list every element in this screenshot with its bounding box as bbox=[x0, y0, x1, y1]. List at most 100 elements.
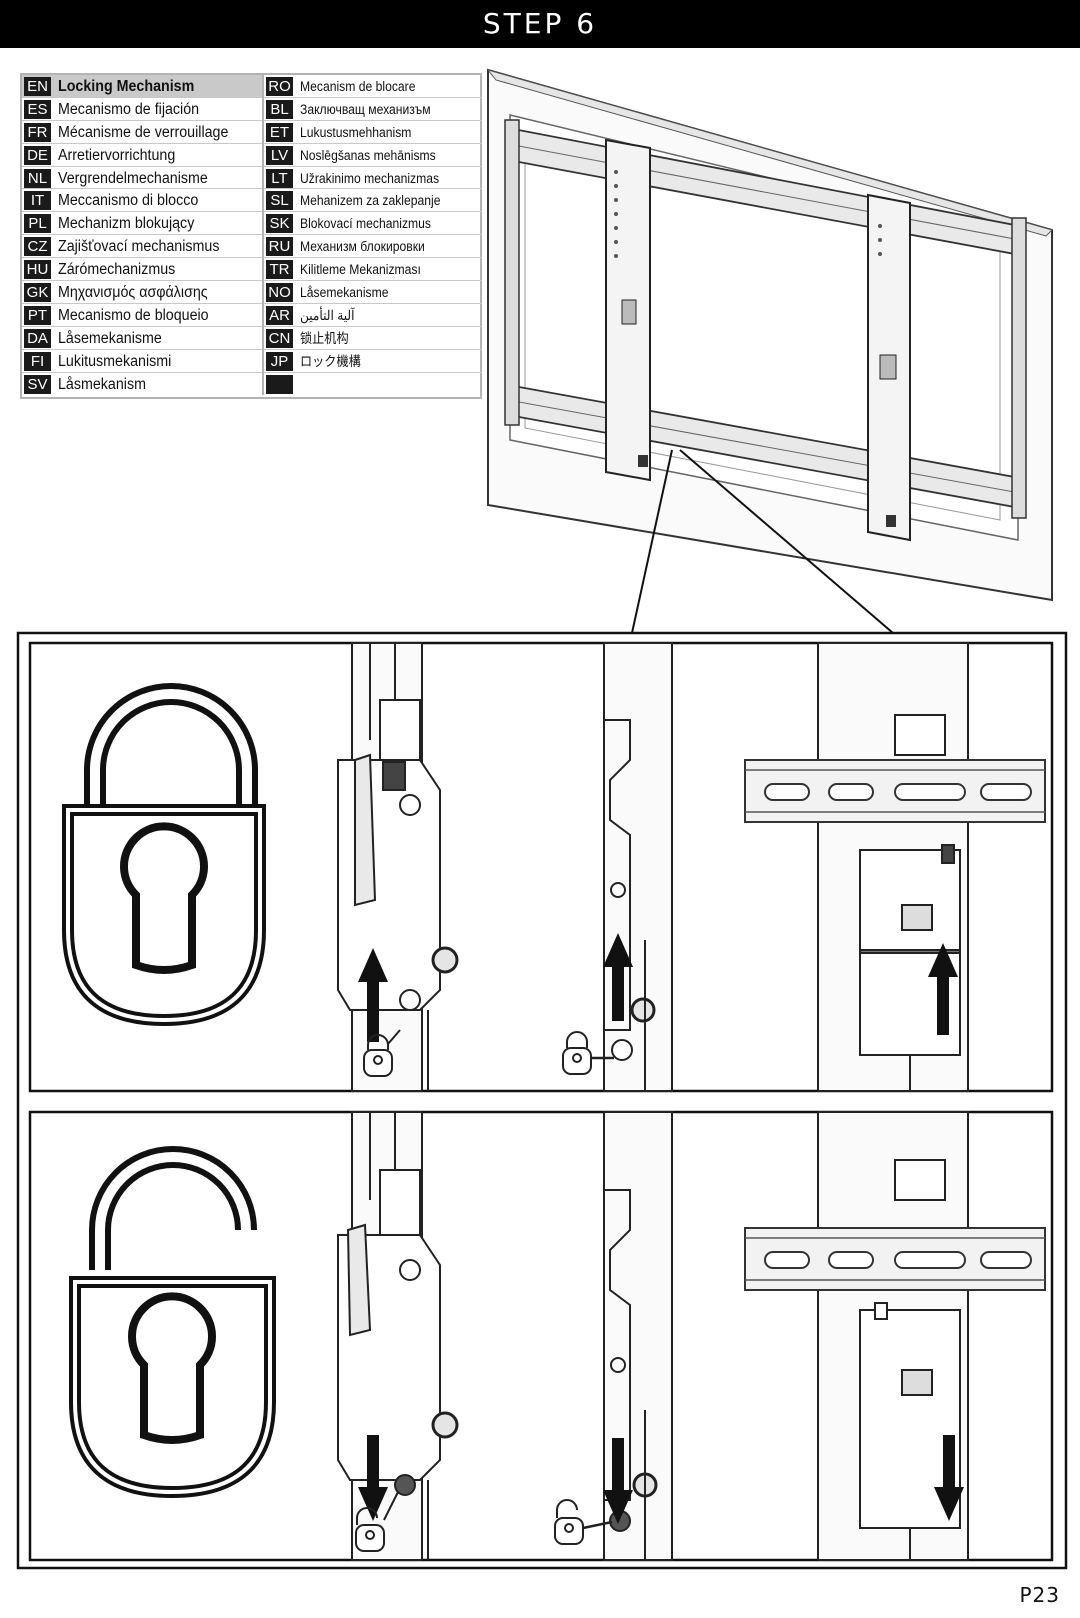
language-label: Låsemekanisme bbox=[300, 285, 389, 301]
small-lock-icons bbox=[363, 1029, 614, 1077]
small-unlock-icons bbox=[355, 1491, 613, 1552]
language-label: Užrakinimo mechanizmas bbox=[300, 170, 440, 186]
language-code-badge: TR bbox=[266, 260, 293, 280]
page-number: P23 bbox=[1019, 1583, 1060, 1607]
language-label: Zárómechanizmus bbox=[58, 261, 176, 279]
language-code-badge: RU bbox=[266, 237, 293, 257]
language-row: FI Lukitusmekanismi bbox=[22, 350, 262, 373]
down-arrows bbox=[358, 1435, 964, 1524]
language-row: NL Vergrendelmechanisme bbox=[22, 167, 262, 190]
locked-padlock-icon bbox=[62, 683, 266, 1027]
language-row: JP ロック機構 bbox=[264, 350, 482, 373]
language-code-badge: NL bbox=[24, 168, 51, 188]
language-code-badge: JP bbox=[266, 351, 293, 371]
language-row: CZ Zajišťovací mechanismus bbox=[22, 235, 262, 259]
language-row: RU Механизм блокировки bbox=[264, 235, 482, 259]
up-arrows bbox=[358, 933, 958, 1042]
language-row: PL Mechanizm blokujący bbox=[22, 212, 262, 236]
language-row: DE Arretiervorrichtung bbox=[22, 144, 262, 167]
language-row: HU Zárómechanizmus bbox=[22, 258, 262, 282]
language-code-badge: LT bbox=[266, 168, 293, 188]
language-label: Mecanism de blocare bbox=[300, 79, 416, 94]
language-code-badge: IT bbox=[24, 191, 51, 211]
language-row: NO Låsemekanisme bbox=[264, 281, 482, 304]
language-label: Kilitleme Mekanizması bbox=[300, 262, 421, 278]
language-label: Mecanismo de bloqueio bbox=[58, 306, 209, 324]
language-label: Låsmekanism bbox=[58, 375, 146, 393]
language-label: Mehanizem za zaklepanje bbox=[300, 193, 441, 209]
language-label: Zajišťovací mechanismus bbox=[58, 238, 220, 256]
language-code-badge: NO bbox=[266, 283, 293, 303]
language-code-badge: DA bbox=[24, 328, 51, 348]
language-code-badge: LV bbox=[266, 145, 293, 165]
language-row: EN Locking Mechanism bbox=[22, 75, 262, 98]
language-code-badge: HU bbox=[24, 260, 51, 280]
language-code-badge: AR bbox=[266, 305, 293, 325]
language-code-badge: SK bbox=[266, 214, 293, 234]
language-row: PT Mecanismo de bloqueio bbox=[22, 304, 262, 327]
language-code-badge: SL bbox=[266, 191, 293, 211]
language-row: FR Mécanisme de verrouillage bbox=[22, 121, 262, 144]
language-code-badge: ET bbox=[266, 122, 293, 142]
language-code-badge: EN bbox=[24, 77, 51, 96]
mount-overview-drawing bbox=[486, 68, 1053, 634]
language-label: 锁止机构 bbox=[300, 330, 349, 346]
language-label: Lukustusmehhanism bbox=[300, 124, 412, 140]
language-code-badge: DE bbox=[24, 145, 51, 165]
language-code-badge: SV bbox=[24, 374, 51, 394]
language-label: آلية التأمين bbox=[300, 307, 355, 323]
language-code-badge: ES bbox=[24, 99, 51, 119]
language-label: Mechanizm blokujący bbox=[58, 215, 195, 233]
language-label: Lukitusmekanismi bbox=[58, 352, 172, 370]
language-code-badge: FR bbox=[24, 122, 51, 142]
language-label: Blokovací mechanizmus bbox=[300, 216, 432, 232]
language-row: IT Meccanismo di blocco bbox=[22, 189, 262, 213]
language-label: ロック機構 bbox=[300, 353, 361, 369]
language-row: SK Blokovací mechanizmus bbox=[264, 212, 482, 236]
language-code-badge: FI bbox=[24, 351, 51, 371]
language-label: Механизм блокировки bbox=[300, 239, 425, 255]
unlocked-panel bbox=[28, 1110, 1054, 1562]
unlocked-padlock-icon bbox=[69, 1146, 276, 1499]
language-label: Noslēgšanas mehānisms bbox=[300, 147, 436, 163]
language-label: Arretiervorrichtung bbox=[58, 146, 176, 164]
language-label: Mecanismo de fijación bbox=[58, 100, 200, 118]
language-label: Locking Mechanism bbox=[58, 78, 195, 95]
language-row: ES Mecanismo de fijación bbox=[22, 98, 262, 121]
language-label: Mécanisme de verrouillage bbox=[58, 123, 229, 141]
language-row: GK Μηχανισμός ασφάλισης bbox=[22, 281, 262, 304]
language-row: TR Kilitleme Mekanizması bbox=[264, 258, 482, 282]
step-title: STEP 6 bbox=[482, 7, 598, 40]
language-code-badge: BL bbox=[266, 99, 293, 119]
language-label: Låsemekanisme bbox=[58, 329, 162, 347]
language-row: BL Заключващ механизъм bbox=[264, 98, 482, 121]
language-label: Vergrendelmechanisme bbox=[58, 169, 208, 187]
language-row: AR آلية التأمين bbox=[264, 304, 482, 327]
language-code-badge: GK bbox=[24, 283, 51, 303]
language-row: SL Mehanizem za zaklepanje bbox=[264, 189, 482, 213]
language-code-badge: RO bbox=[266, 77, 293, 96]
language-row: ET Lukustusmehhanism bbox=[264, 121, 482, 144]
language-row: RO Mecanism de blocare bbox=[264, 75, 482, 98]
locked-panel bbox=[28, 641, 1054, 1093]
step-header-bar bbox=[0, 0, 1080, 48]
language-label: Μηχανισμός ασφάλισης bbox=[58, 284, 208, 302]
language-label: Заключващ механизъм bbox=[300, 101, 431, 117]
language-code-badge: CZ bbox=[24, 237, 51, 257]
detail-frame bbox=[16, 631, 1068, 1570]
language-row: DA Låsemekanisme bbox=[22, 327, 262, 350]
language-code-badge bbox=[266, 374, 293, 394]
language-row bbox=[264, 373, 482, 396]
language-code-badge: PL bbox=[24, 214, 51, 234]
language-row: CN 锁止机构 bbox=[264, 327, 482, 350]
language-code-badge: PT bbox=[24, 305, 51, 325]
language-label: Meccanismo di blocco bbox=[58, 192, 199, 210]
language-code-badge: CN bbox=[266, 328, 293, 348]
language-row: LV Noslēgšanas mehānisms bbox=[264, 144, 482, 167]
language-row: LT Užrakinimo mechanizmas bbox=[264, 167, 482, 190]
language-row: SV Låsmekanism bbox=[22, 373, 262, 396]
